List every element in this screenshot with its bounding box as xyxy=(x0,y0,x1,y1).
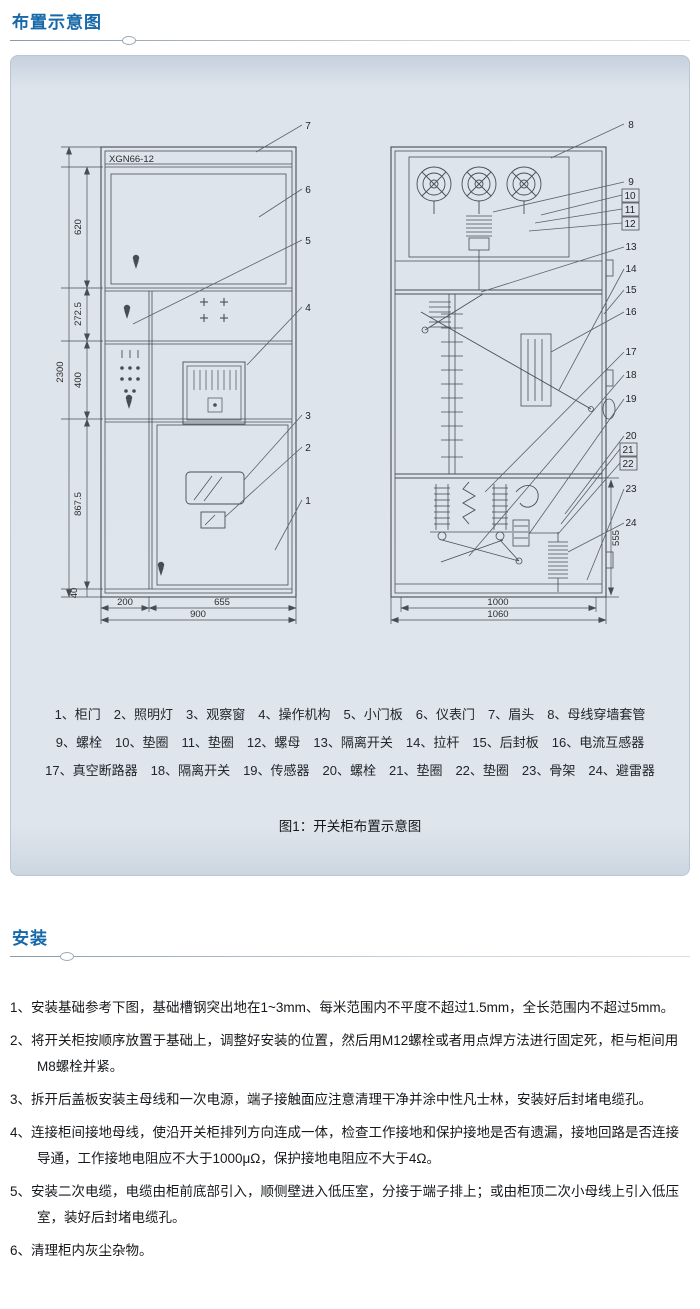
left-view-front xyxy=(100,146,297,598)
install-step-5: 5、安装二次电缆，电缆由柜前底部引入，顺侧壁进入低压室，分接于端子排上；或由柜顶… xyxy=(10,1184,680,1225)
dim-1060: 1060 xyxy=(487,609,508,620)
upper-disconnect-switch xyxy=(421,293,484,334)
callout-15: 15 xyxy=(625,285,637,296)
vacuum-breaker xyxy=(430,481,523,565)
callout-2: 2 xyxy=(305,443,311,454)
install-section-header: 安装 xyxy=(10,924,690,961)
dim-655: 655 xyxy=(214,597,230,608)
dim-272-5: 272.5 xyxy=(73,302,84,326)
dim-620: 620 xyxy=(73,219,84,235)
parts-line-3: 17、真空断路器 18、隔离开关 19、传感器 20、螺栓 21、垫圈 22、垫… xyxy=(45,763,655,778)
callout-22: 22 xyxy=(622,459,634,470)
callout-14: 14 xyxy=(625,264,637,275)
insulator-column xyxy=(441,294,463,474)
callout-23: 23 xyxy=(625,484,637,495)
dim-900: 900 xyxy=(190,609,206,620)
callout-6: 6 xyxy=(305,185,311,196)
parts-line-1: 1、柜门 2、照明灯 3、观察窗 4、操作机构 5、小门板 6、仪表门 7、眉头… xyxy=(54,707,646,722)
grounding-hook xyxy=(515,485,539,508)
callout-7: 7 xyxy=(305,121,311,132)
dim-867-5: 867.5 xyxy=(73,492,84,516)
callout-24: 24 xyxy=(625,518,637,529)
callout-13: 13 xyxy=(625,242,637,253)
rule-oval-ornament xyxy=(122,36,136,45)
diagram-panel: XGN66-12 xyxy=(10,55,690,876)
parts-list: 1、柜门 2、照明灯 3、观察窗 4、操作机构 5、小门板 6、仪表门 7、眉头… xyxy=(11,701,689,785)
callout-1: 1 xyxy=(305,496,311,507)
callout-16: 16 xyxy=(625,307,637,318)
callout-11: 11 xyxy=(625,205,636,216)
callout-3: 3 xyxy=(305,411,311,422)
callout-5: 5 xyxy=(305,236,311,247)
dim-200: 200 xyxy=(117,597,133,608)
right-view-section xyxy=(390,146,616,598)
switchgear-layout-diagram: XGN66-12 xyxy=(55,120,640,624)
surge-arrester xyxy=(529,532,568,592)
figure-caption: 图1：开关柜布置示意图 xyxy=(278,819,422,834)
callout-17: 17 xyxy=(625,347,637,358)
install-step-2: 2、将开关柜按顺序放置于基础上，调整好安装的位置，然后用M12螺栓或者用点焊方法… xyxy=(10,1033,679,1074)
callout-21: 21 xyxy=(622,445,634,456)
install-step-3: 3、拆开后盖板安装主母线和一次电源，端子接触面应注意清理干净并涂中性凡士林，安装… xyxy=(10,1092,653,1107)
bushing-insulators xyxy=(416,166,542,214)
keyhole-and-indicator-marks xyxy=(120,254,165,576)
callout-8: 8 xyxy=(628,120,634,131)
dim-40: 40 xyxy=(69,588,80,599)
dim-2300: 2300 xyxy=(55,361,66,382)
support-insulator xyxy=(466,215,492,290)
callout-boxes xyxy=(619,188,640,471)
model-label: XGN66-12 xyxy=(109,154,154,165)
callout-19: 19 xyxy=(625,394,637,405)
rule-oval-ornament xyxy=(60,952,74,961)
dim-555: 555 xyxy=(611,530,622,546)
install-section-rule xyxy=(10,952,690,961)
callout-10: 10 xyxy=(624,191,636,202)
callout-9: 9 xyxy=(628,177,634,188)
dim-1000: 1000 xyxy=(487,597,508,608)
install-section-title: 安装 xyxy=(12,929,48,948)
install-step-6: 6、清理柜内灰尘杂物。 xyxy=(10,1243,153,1258)
callout-4: 4 xyxy=(305,303,311,314)
dim-400: 400 xyxy=(73,372,84,388)
dimension-labels: 2300 620 272.5 400 867.5 40 200 655 900 … xyxy=(55,219,622,620)
callout-12: 12 xyxy=(624,219,636,230)
current-transformer xyxy=(520,333,552,407)
parts-line-2: 9、螺栓 10、垫圈 11、垫圈 12、螺母 13、隔离开关 14、拉杆 15、… xyxy=(55,735,645,750)
callout-labels: 7 6 5 4 3 2 1 8 9 10 11 12 13 14 15 16 1… xyxy=(305,120,637,529)
layout-section-header: 布置示意图 xyxy=(10,8,690,45)
installation-instructions: 1、安装基础参考下图，基础槽钢突出地在1~3mm、每米范围内不平度不超过1.5m… xyxy=(10,995,690,1264)
dimension-annotations xyxy=(61,146,619,624)
layout-section-rule xyxy=(10,36,690,45)
callout-20: 20 xyxy=(625,431,637,442)
layout-section-title: 布置示意图 xyxy=(12,13,102,32)
install-step-4: 4、连接柜间接地母线，使沿开关柜排列方向连成一体，检查工作接地和保护接地是否有遗… xyxy=(10,1125,680,1166)
sensor xyxy=(512,519,530,547)
callout-leaders xyxy=(132,123,625,581)
install-step-1: 1、安装基础参考下图，基础槽钢突出地在1~3mm、每米范围内不平度不超过1.5m… xyxy=(10,1000,675,1015)
callout-18: 18 xyxy=(625,370,637,381)
